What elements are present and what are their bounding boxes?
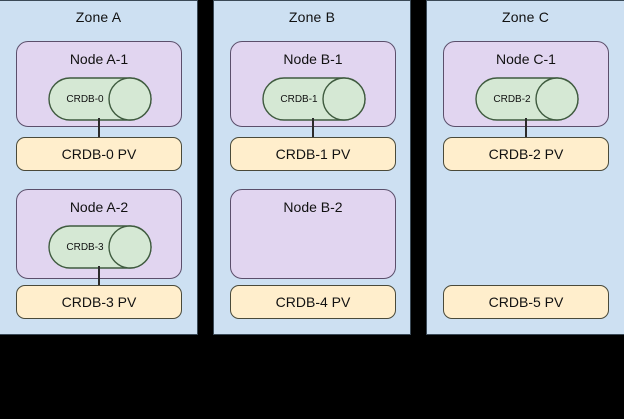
crdb-3-pv-box: CRDB-3 PV [16,285,182,319]
crdb-1-cylinder-icon: CRDB-1 [262,77,366,121]
node-a-1-box: Node A-1 CRDB-0 [16,41,182,127]
crdb-0-cylinder-icon: CRDB-0 [48,77,152,121]
zone-a-panel: Zone A Node A-1 CRDB-0 CRDB-0 PV Node A-… [0,0,198,335]
zone-c-panel: Zone C Node C-1 CRDB-2 CRDB-2 PV CRDB-5 … [426,0,624,335]
connector-node-a-2-to-pv [98,266,100,285]
node-b-1-label: Node B-1 [283,51,343,67]
crdb-2-cylinder-icon: CRDB-2 [475,77,579,121]
node-c-1-label: Node C-1 [496,51,556,67]
crdb-4-pv-box: CRDB-4 PV [230,285,396,319]
zone-a-title: Zone A [75,9,122,25]
zone-c-title: Zone C [501,9,550,25]
zone-b-title: Zone B [288,9,336,25]
crdb-0-pv-box: CRDB-0 PV [16,137,182,171]
node-a-1-label: Node A-1 [69,51,129,67]
crdb-1-pv-box: CRDB-1 PV [230,137,396,171]
zone-b-panel: Zone B Node B-1 CRDB-1 CRDB-1 PV Node B-… [213,0,411,335]
node-b-2-label: Node B-2 [283,199,343,215]
node-b-2-box: Node B-2 [230,189,396,279]
node-a-2-label: Node A-2 [69,199,129,215]
crdb-5-pv-box: CRDB-5 PV [443,285,609,319]
connector-node-b-1-to-pv [312,118,314,137]
node-c-1-box: Node C-1 CRDB-2 [443,41,609,127]
node-a-2-box: Node A-2 CRDB-3 [16,189,182,279]
crdb-3-cylinder-icon: CRDB-3 [48,225,152,269]
node-b-1-box: Node B-1 CRDB-1 [230,41,396,127]
connector-node-a-1-to-pv [98,118,100,137]
connector-node-c-1-to-pv [525,118,527,137]
crdb-2-pv-box: CRDB-2 PV [443,137,609,171]
